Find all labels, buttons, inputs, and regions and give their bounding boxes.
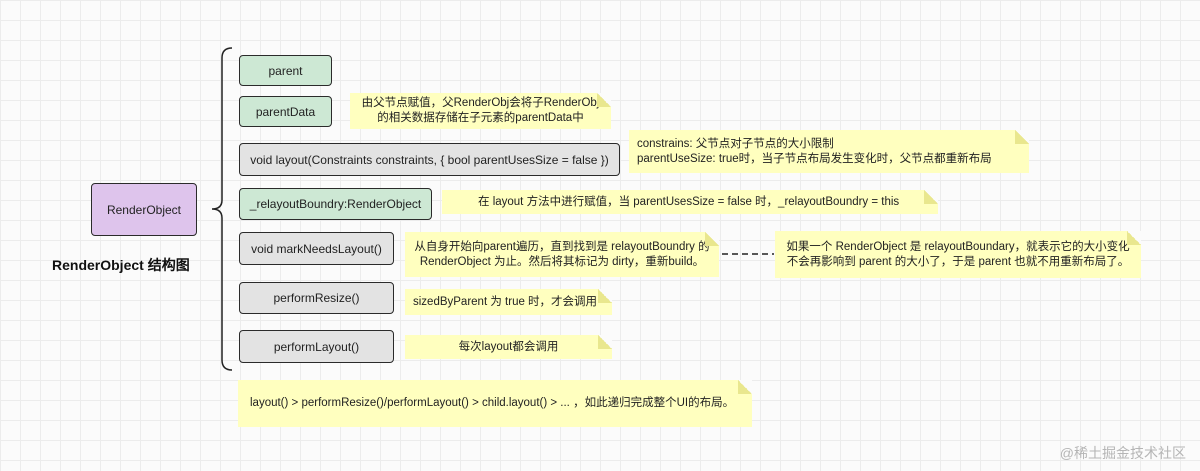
member-layout-label: void layout(Constraints constraints, { b… <box>250 152 609 167</box>
member-parent: parent <box>239 55 332 86</box>
note-layout: constrains: 父节点对子节点的大小限制 parentUseSize: … <box>629 130 1029 173</box>
member-relayout-boundry: _relayoutBoundry:RenderObject <box>239 188 432 220</box>
member-perform-resize-label: performResize() <box>273 291 360 305</box>
member-relayout-boundry-label: _relayoutBoundry:RenderObject <box>249 197 422 211</box>
render-object-node: RenderObject <box>91 183 197 236</box>
member-parent-data-label: parentData <box>255 104 316 119</box>
member-perform-resize: performResize() <box>239 282 394 314</box>
note-relayout-boundary-line-1: 在 layout 方法中进行赋值，当 parentUsesSize = fals… <box>478 195 900 208</box>
note-mark-needs-layout-line-1: 从自身开始向parent遍历，直到找到是 relayoutBoundry 的 <box>414 240 710 253</box>
note-parent-data-line-1: 由父节点赋值，父RenderObj会将子RenderObj <box>361 97 600 109</box>
render-object-label: RenderObject <box>106 202 182 217</box>
note-perform-layout: 每次layout都会调用 <box>405 335 612 359</box>
member-parent-label: parent <box>268 63 303 78</box>
member-perform-layout-label: performLayout() <box>273 339 360 354</box>
note-relayout-boundary-effect-line-1: 如果一个 RenderObject 是 relayoutBoundary，就表示… <box>786 240 1130 253</box>
member-brace <box>211 47 233 371</box>
note-parent-data-line-2: 的相关数据存储在子元素的parentData中 <box>377 112 584 124</box>
note-perform-resize-line-1: sizedByParent 为 true 时，才会调用 <box>413 295 598 308</box>
note-perform-layout-line-1: 每次layout都会调用 <box>458 340 559 353</box>
note-summary-line-1: layout() > performResize()/performLayout… <box>250 397 735 409</box>
diagram-caption: RenderObject 结构图 <box>52 257 190 273</box>
member-layout: void layout(Constraints constraints, { b… <box>239 143 620 176</box>
note-mark-needs-layout: 从自身开始向parent遍历，直到找到是 relayoutBoundry 的 R… <box>405 232 719 277</box>
note-parent-data: 由父节点赋值，父RenderObj会将子RenderObj 的相关数据存储在子元… <box>350 93 611 129</box>
note-mark-needs-layout-line-2: RenderObject 为止。然后将其标记为 dirty，重新build。 <box>419 255 705 268</box>
member-perform-layout: performLayout() <box>239 330 394 363</box>
note-layout-line-1: constrains: 父节点对子节点的大小限制 <box>637 137 834 150</box>
note-relayout-boundary-effect-line-2: 不会再影响到 parent 的大小了，于是 parent 也就不用重新布局了。 <box>786 255 1130 268</box>
member-mark-needs-layout: void markNeedsLayout() <box>239 232 394 265</box>
note-relayout-boundary: 在 layout 方法中进行赋值，当 parentUsesSize = fals… <box>442 190 938 214</box>
note-relayout-boundary-effect: 如果一个 RenderObject 是 relayoutBoundary，就表示… <box>775 231 1141 278</box>
note-perform-resize: sizedByParent 为 true 时，才会调用 <box>405 289 612 315</box>
watermark: @稀土掘金技术社区 <box>1059 445 1186 461</box>
note-layout-line-2: parentUseSize: true时，当子节点布局发生变化时，父节点都重新布… <box>637 152 992 165</box>
note-summary: layout() > performResize()/performLayout… <box>238 380 752 427</box>
member-mark-needs-layout-label: void markNeedsLayout() <box>251 241 382 256</box>
member-parent-data: parentData <box>239 96 332 127</box>
